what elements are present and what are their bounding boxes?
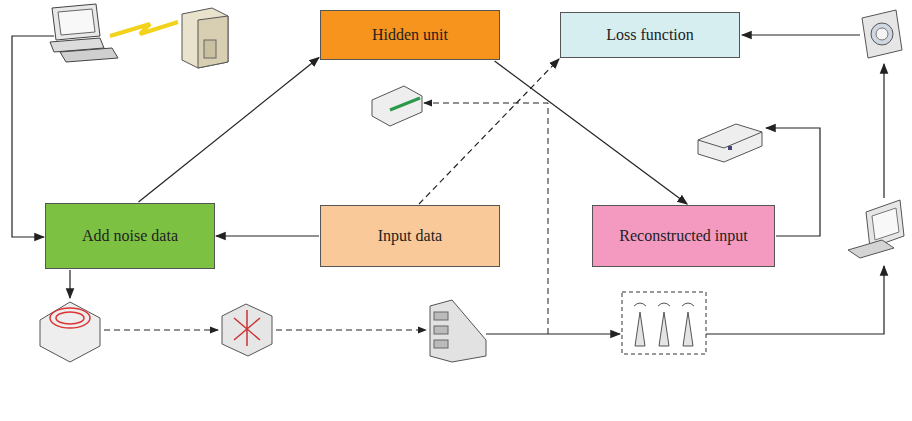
process-box: Add noise data bbox=[45, 203, 215, 269]
connector-arrow bbox=[419, 59, 559, 204]
process-box: Input data bbox=[320, 205, 500, 267]
process-box: Loss function bbox=[560, 12, 740, 58]
computer-icon bbox=[50, 4, 118, 62]
modem-icon bbox=[372, 86, 422, 126]
switch-icon bbox=[222, 304, 272, 356]
box-label: Loss function bbox=[600, 26, 700, 44]
antenna-icon bbox=[634, 303, 694, 346]
device-icon bbox=[698, 124, 762, 162]
wire bbox=[69, 270, 70, 298]
box-label: Hidden unit bbox=[366, 26, 454, 44]
antenna-group bbox=[622, 292, 706, 354]
connector-arrow bbox=[139, 58, 320, 203]
box-label: Input data bbox=[372, 227, 448, 245]
connector-arrow bbox=[216, 235, 319, 236]
wire bbox=[706, 266, 884, 334]
box-label: Add noise data bbox=[76, 227, 184, 245]
wire bbox=[883, 64, 884, 198]
box-label: Reconstructed input bbox=[613, 227, 753, 245]
wire bbox=[742, 34, 860, 35]
process-box: Reconstructed input bbox=[592, 205, 775, 267]
server-icon bbox=[182, 8, 228, 68]
wire bbox=[276, 330, 426, 331]
wire bbox=[104, 330, 218, 331]
patch-panel-icon bbox=[430, 300, 486, 362]
wireless-link bbox=[110, 22, 178, 36]
workstation-icon bbox=[848, 200, 904, 258]
scanner-icon bbox=[862, 10, 902, 58]
router-icon bbox=[40, 302, 100, 362]
wire bbox=[486, 333, 620, 334]
connector-arrow bbox=[495, 61, 688, 204]
process-box: Hidden unit bbox=[320, 10, 500, 60]
